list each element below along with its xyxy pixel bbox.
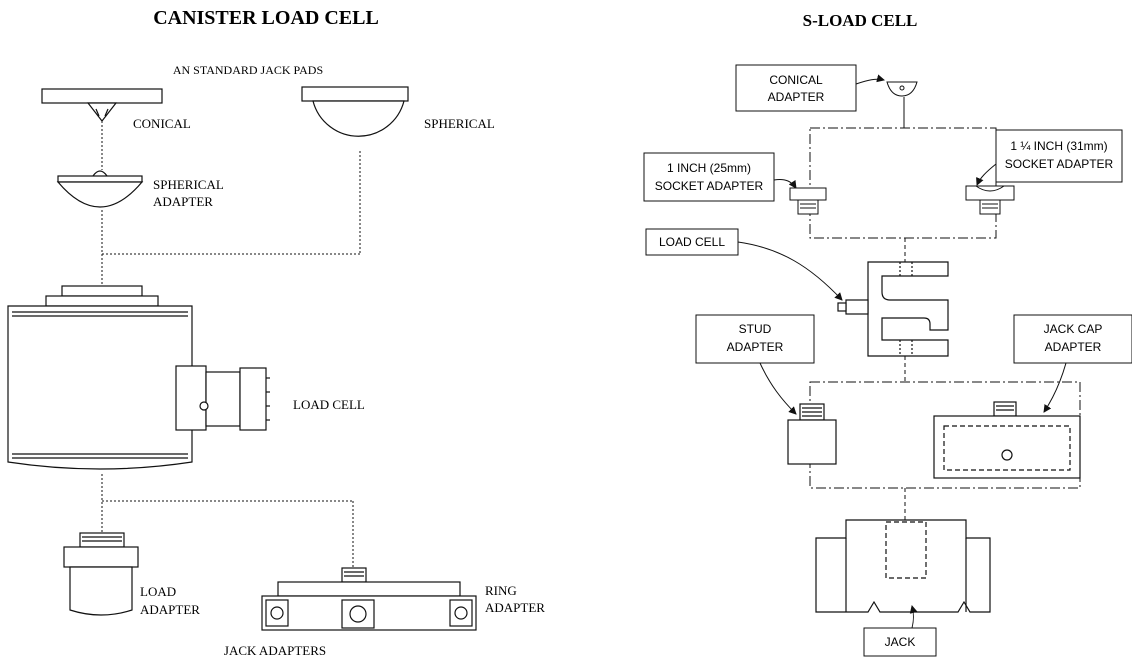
stud-adapter-label-2: ADAPTER: [727, 340, 784, 354]
socket-25-arrow: [773, 179, 797, 189]
socket-31-arrow: [976, 163, 997, 186]
conical-jack-pad: [41, 88, 163, 122]
socket-25-label-1: 1 INCH (25mm): [667, 161, 751, 175]
conical-label: CONICAL: [133, 116, 191, 131]
socket-31-label-2: SOCKET ADAPTER: [1005, 157, 1114, 171]
socket-25-label-2: SOCKET ADAPTER: [655, 179, 764, 193]
conical-adapter-part: [886, 81, 918, 97]
conical-adapter-arrow: [855, 74, 885, 85]
jack-cap-label-1: JACK CAP: [1044, 322, 1103, 336]
load-adapter: [63, 532, 139, 616]
s-load-cell-callout: [645, 228, 739, 256]
spherical-adapter-label-2: ADAPTER: [153, 194, 213, 209]
jack-cap-label-2: ADAPTER: [1045, 340, 1102, 354]
socket-25-part: [789, 187, 827, 215]
s-load-cell-arrow: [737, 241, 843, 301]
ring-adapter-label-1: RING: [485, 583, 517, 598]
jack-label: JACK: [885, 635, 916, 649]
load-adapter-label-2: ADAPTER: [140, 602, 200, 617]
load-adapter-label-1: LOAD: [140, 584, 176, 599]
canister-load-cell-label: LOAD CELL: [293, 397, 365, 412]
stud-adapter-callout: [695, 314, 815, 364]
jack-arrow: [909, 605, 918, 629]
s-load-cell-label: LOAD CELL: [659, 235, 725, 249]
canister-load-cell: [7, 285, 270, 470]
s-load-cell-part: [837, 261, 949, 357]
socket-25-callout: [643, 152, 775, 202]
spherical-adapter-label-1: SPHERICAL: [153, 177, 224, 192]
spherical-label: SPHERICAL: [424, 116, 495, 131]
socket-adapter-group-box: [809, 127, 997, 239]
jack-part: [815, 519, 991, 613]
jack-callout: [863, 627, 937, 657]
canister-section: CANISTER LOAD CELL AN STANDARD JACK PADS…: [7, 7, 545, 658]
s-cell-section: S-LOAD CELL CONICAL ADAPTER 1 INCH (25mm…: [643, 11, 1132, 657]
stud-adapter-label-1: STUD: [739, 322, 772, 336]
conical-adapter-label-2: ADAPTER: [768, 90, 825, 104]
spherical-adapter: [56, 170, 144, 208]
spherical-jack-pad: [301, 86, 409, 137]
canister-top-connectors: [101, 121, 361, 286]
ring-adapter-label-2: ADAPTER: [485, 600, 545, 615]
jack-adapters-label: JACK ADAPTERS: [224, 643, 326, 658]
conical-adapter-callout: [735, 64, 857, 112]
jack-cap-adapter-part: [933, 401, 1081, 479]
canister-title: CANISTER LOAD CELL: [153, 7, 379, 29]
s-cell-title: S-LOAD CELL: [803, 11, 918, 30]
stud-adapter-part: [787, 403, 837, 465]
conical-adapter-label-1: CONICAL: [769, 73, 823, 87]
socket-31-label-1: 1 ¼ INCH (31mm): [1010, 139, 1107, 153]
canister-bottom-connectors: [101, 474, 354, 568]
socket-31-callout: [995, 129, 1123, 183]
jack-cap-arrow: [1043, 362, 1067, 413]
jack-pads-heading: AN STANDARD JACK PADS: [173, 63, 323, 77]
ring-adapter: [261, 567, 477, 631]
socket-31-part: [965, 185, 1015, 215]
jack-cap-callout: [1013, 314, 1132, 364]
stud-adapter-arrow: [759, 362, 797, 415]
